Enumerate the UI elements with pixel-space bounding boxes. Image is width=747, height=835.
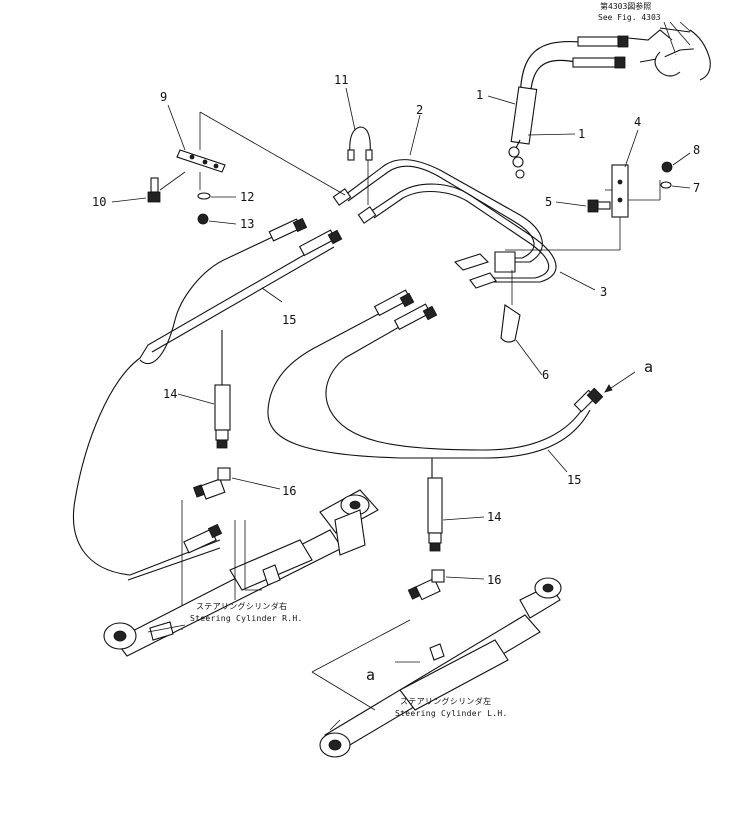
bolt-5	[587, 199, 611, 213]
callout-15b: 15	[567, 473, 581, 487]
nut-13	[197, 213, 209, 225]
callout-15a: 15	[282, 313, 296, 327]
upper-hose-fitting-1	[577, 36, 619, 47]
callout-1a: 1	[476, 88, 483, 102]
callout-a-lower: a	[366, 666, 375, 684]
callout-13: 13	[240, 217, 254, 231]
reference-leader-2	[669, 21, 691, 46]
hose-14-left	[214, 330, 231, 449]
callout-16a: 16	[282, 484, 296, 498]
hose-15-right	[267, 289, 636, 459]
callout-a-upper: a	[644, 358, 653, 376]
steering-cylinder-lh	[311, 577, 562, 758]
callout-14b: 14	[487, 510, 501, 524]
reference-jp: 第4303図参照	[600, 1, 651, 11]
washer-7	[660, 181, 672, 189]
callout-8: 8	[693, 143, 700, 157]
bolt-10	[147, 177, 161, 203]
callout-1b: 1	[578, 127, 585, 141]
callout-11: 11	[334, 73, 348, 87]
caption-rh-en: Steering Cylinder R.H.	[190, 614, 303, 623]
elbow-16-right	[407, 569, 445, 601]
washer-12	[197, 192, 211, 200]
callout-5: 5	[545, 195, 552, 209]
steering-cylinder-rh	[103, 489, 379, 657]
nut-8	[661, 161, 673, 173]
callout-10: 10	[92, 195, 106, 209]
clamp-6	[500, 270, 521, 343]
caption-rh-jp: ステアリングシリンダ右	[196, 601, 287, 611]
caption-lh-jp: ステアリングシリンダ左	[400, 696, 491, 706]
callouts: 1 1 2 3 4 5 6 7 8 9 10 11 12 13 14 14 15…	[92, 73, 700, 684]
bracket-4	[505, 164, 661, 251]
callout-4: 4	[634, 115, 641, 129]
caption-lh-en: Steering Cylinder L.H.	[395, 709, 508, 718]
clip-11	[347, 126, 373, 205]
captions: ステアリングシリンダ右 Steering Cylinder R.H. ステアリン…	[190, 601, 508, 718]
callout-7: 7	[693, 181, 700, 195]
callout-14a: 14	[163, 387, 177, 401]
hose-1-part	[508, 86, 538, 179]
upper-hoses	[519, 27, 711, 106]
plate-9	[159, 111, 346, 196]
callout-3: 3	[600, 285, 607, 299]
hose-14-right	[427, 458, 443, 552]
hose-15-left	[73, 217, 343, 581]
tubes-2-3	[332, 159, 557, 289]
callout-2: 2	[416, 103, 423, 117]
leader-lines	[111, 87, 691, 580]
callout-16b: 16	[487, 573, 501, 587]
reference-en: See Fig. 4303	[598, 13, 661, 22]
callout-6: 6	[542, 368, 549, 382]
callout-12: 12	[240, 190, 254, 204]
upper-hose-fitting-2	[572, 57, 616, 68]
callout-9: 9	[160, 90, 167, 104]
